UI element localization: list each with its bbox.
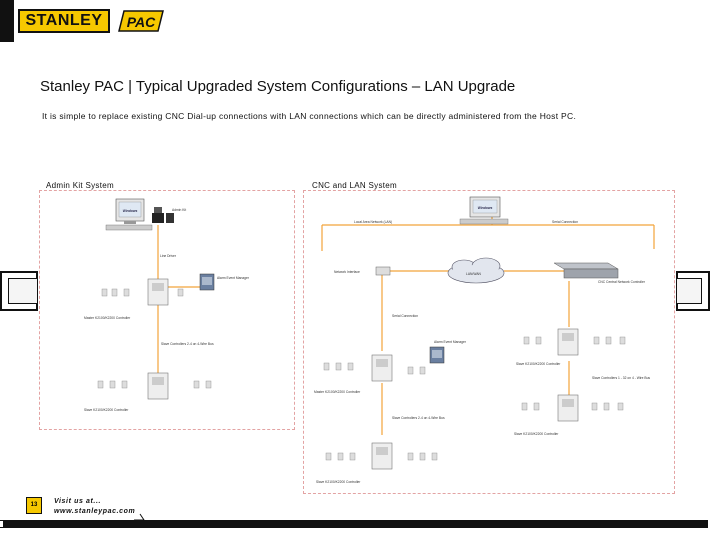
network-interface-label: Network Interface [334,270,360,274]
left-slave-controller-icon [97,372,212,400]
cnc-lan-diagram: Windows Local Area Network (LAN) Serial … [303,190,675,494]
left-master-controller-icon [101,278,184,306]
left-slave-bus-label: Slave Controllers 2-4 on 4-Wire Bus [161,342,214,346]
right-slave-controller-1-label: Slave K2100/K2200 Controller [516,362,561,366]
page-subtitle: It is simple to replace existing CNC Dia… [42,111,577,121]
left-panel-label: Admin Kit System [46,181,114,190]
right-alarm-event-manager-label: Alarm Event Manager [434,340,467,344]
svg-text:Windows: Windows [478,206,493,210]
right-slave-bus-2-label: Slave Controllers 2-4 on 4-Wire Bus [392,416,445,420]
right-side-inner [676,278,702,304]
right-slave-controller-3-icon [325,442,438,470]
footer-marker [0,521,3,527]
left-side-inner [8,278,38,304]
footer-arrow-icon [134,513,145,521]
left-slave-controller-label: Slave K2100/K2200 Controller [84,408,129,412]
lan-wan-label: LAN/WAN [466,272,482,276]
stanley-logo: STANLEY [18,9,110,33]
lan-wan-cloud-icon [447,257,505,284]
right-slave-controller-1-icon [523,328,626,356]
cnc-icon [553,262,619,279]
lan-label: Local Area Network (LAN) [354,220,392,224]
left-master-controller-label: Master K2100/K2200 Controller [84,316,131,320]
right-slave-bus-1-label: Slave Controllers 1 - 32 on 4 - Wire Bus [592,376,650,380]
right-panel-label: CNC and LAN System [312,181,397,190]
right-slave-controller-3-label: Slave K2100/K2200 Controller [316,480,361,484]
cnc-lan-diagram-svg: Windows Local Area Network (LAN) Serial … [314,196,655,484]
line-driver-label: Line Driver [160,254,177,258]
stanley-logo-text: STANLEY [25,12,103,29]
admin-kit-icon [152,207,174,223]
left-alarm-event-manager-label: Alarm Event Manager [217,276,250,280]
website-link[interactable]: www.stanleypac.com [54,508,136,515]
serial-connection-2-label: Serial Connection [392,314,418,318]
right-master-controller-icon [323,354,426,382]
right-alarm-event-manager-icon [429,346,445,364]
host-pc-icon: Windows [105,198,153,231]
right-host-pc-icon: Windows [459,196,509,225]
right-slave-controller-2-icon [521,394,624,422]
pac-logo: PAC [118,10,164,32]
serial-connection-label: Serial Connection [552,220,578,224]
page-number: 13 [26,497,42,514]
cnc-label: CNC Central Network Controller [598,280,646,284]
admin-kit-diagram-svg: Windows Admin Kit Line Driver Alarm Even… [84,198,250,412]
visit-us-text: Visit us at... [54,498,102,505]
admin-kit-label: Admin Kit [172,208,186,212]
alarm-event-manager-icon [199,273,215,291]
right-slave-controller-2-label: Slave K2100/K2200 Controller [514,432,559,436]
right-master-controller-label: Master K2100/K2200 Controller [314,390,361,394]
pac-logo-text: PAC [127,14,156,30]
svg-text:Windows: Windows [123,209,138,213]
page-title: Stanley PAC | Typical Upgraded System Co… [40,78,516,95]
header-black-bar [0,0,14,42]
network-interface-icon [375,266,391,276]
admin-kit-diagram: Windows Admin Kit Line Driver Alarm Even… [39,190,295,430]
footer-bar [0,520,708,528]
